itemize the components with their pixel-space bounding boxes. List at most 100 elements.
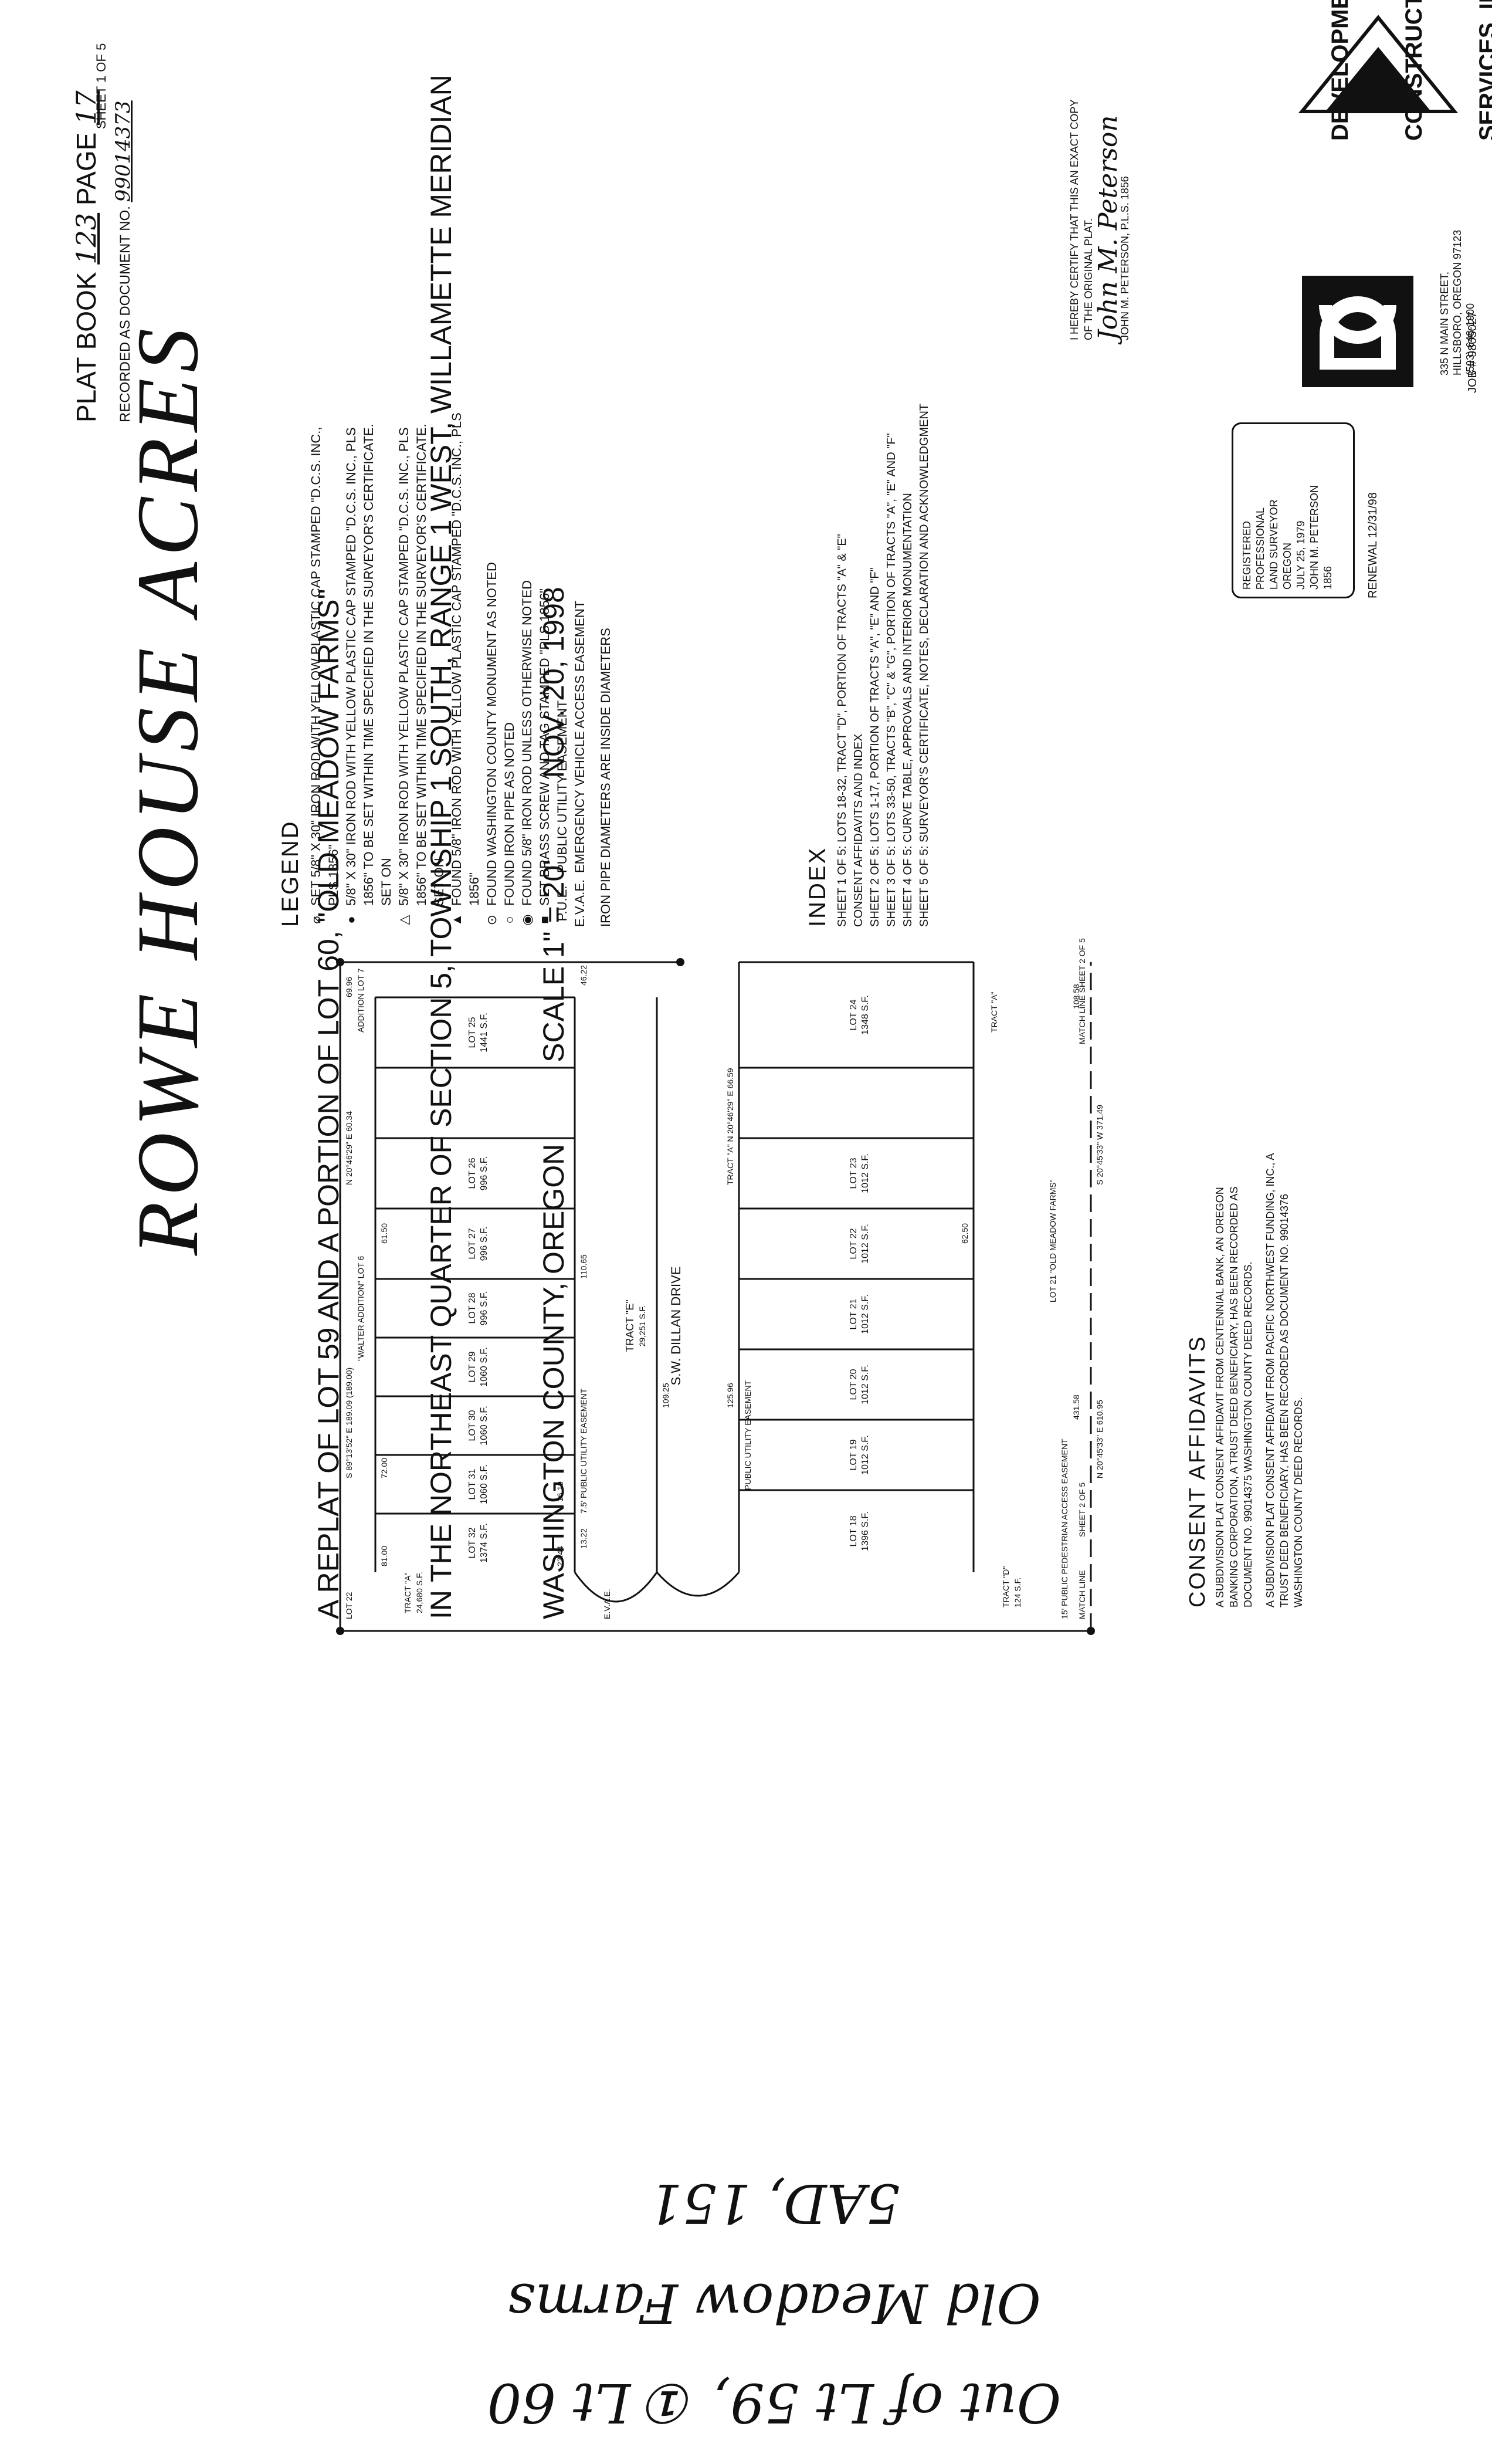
stamp-renewal: RENEWAL 12/31/98 (1366, 492, 1379, 598)
index-heading: INDEX (805, 846, 830, 927)
found-monument-icon (336, 1627, 344, 1635)
lot-label: LOT 29 (467, 1351, 477, 1382)
pue-north-label: 7.5' PUBLIC UTILITY EASEMENT (579, 1388, 588, 1514)
match-line-label: MATCH LINE (1077, 1570, 1087, 1619)
sheet-number: SHEET 1 OF 5 (94, 43, 108, 129)
lot-area: 1396 S.F. (860, 1511, 870, 1551)
walter-addition-label: "WALTER ADDITION" LOT 6 (356, 1256, 365, 1361)
legend-text: PUBLIC UTILITY EASEMENT (555, 700, 569, 873)
lot-label: LOT 27 (467, 1228, 477, 1259)
stamp-line: LAND SURVEYOR (1268, 499, 1280, 590)
lot-label: LOT 28 (467, 1292, 477, 1324)
lot-label: LOT 19 (849, 1439, 859, 1470)
lot-area: 996 S.F. (479, 1227, 489, 1261)
legend-text: 5/8" X 30" IRON ROD WITH YELLOW PLASTIC … (344, 424, 394, 906)
lot-area: 996 S.F. (479, 1291, 489, 1326)
copy-certification: I HEREBY CERTIFY THAT THIS AN EXACT COPY… (1067, 94, 1132, 340)
dimension-label: 23.44 (555, 1546, 565, 1566)
handwritten-line: Out of Lt 59, ① Lt 60 (487, 2371, 1062, 2434)
lot-area: 1060 S.F. (479, 1347, 489, 1387)
dimension-label: 108.58 (1071, 984, 1081, 1009)
sheet2-label: SHEET 2 OF 5 (1077, 1483, 1087, 1537)
addition-lot7-label: ADDITION LOT 7 (356, 968, 365, 1033)
index-item: SHEET 2 OF 5: LOTS 1-17, PORTION OF TRAC… (869, 567, 881, 927)
legend-heading: LEGEND (277, 820, 303, 928)
tract-a-south-label: TRACT "A" (989, 991, 999, 1033)
bearing-south: S 20°45'33" W 371.49 (1095, 1105, 1103, 1185)
lot-area: 1374 S.F. (479, 1523, 489, 1563)
company-address: 335 N MAIN STREET, HILLSBORO, OREGON 971… (1439, 229, 1476, 375)
street-name: S.W. DILLAN DRIVE (669, 1267, 683, 1386)
dimension-label: 13.22 (579, 1528, 588, 1549)
legend-text: SET BRASS SCREW AND TAG STAMPED "PLS 185… (537, 588, 552, 906)
dimension-label: 61.50 (379, 1223, 389, 1244)
cul-de-sac-west (574, 1572, 658, 1603)
company-logo (1302, 276, 1413, 387)
legend-text: SET 5/8" X 30" IRON ROD WITH YELLOW PLAS… (308, 427, 341, 906)
bearing-row: N 20°46'29" E 60.34 (344, 1111, 354, 1185)
legend-item: △5/8" X 30" IRON ROD WITH YELLOW PLASTIC… (395, 399, 448, 927)
lot-label: LOT 18 (849, 1515, 859, 1546)
found-monument-icon (1087, 1627, 1095, 1635)
legend-item: ▲FOUND 5/8" IRON ROD WITH YELLOW PLASTIC… (448, 399, 483, 927)
boundary-north-line (339, 961, 680, 1631)
lot-area: 1012 S.F. (860, 1365, 870, 1404)
tract-d-area: 124 S.F. (1013, 1578, 1022, 1607)
lot22-old-label: LOT 22 (344, 1592, 354, 1619)
plat-sheet: ROWE HOUSE ACRES A REPLAT OF LOT 59 AND … (70, 0, 1492, 1635)
found-monument-icon (676, 958, 684, 966)
lot-area: 1441 S.F. (479, 1013, 489, 1052)
handwritten-note: Out of Lt 59, ① Lt 60 Old Meadow Farms 5… (194, 2089, 1355, 2452)
dimension-label: 69.96 (344, 977, 354, 997)
bearing-north: S 89°13'52" E 189.09 (189.00) (344, 1368, 354, 1478)
consent-affidavits: CONSENT AFFIDAVITS A SUBDIVISION PLAT CO… (1185, 1150, 1314, 1607)
dimension-label: 431.58 (1071, 1395, 1081, 1420)
dimension-label: 81.00 (379, 1546, 389, 1566)
surveyor-signature: John M. Peterson (1093, 115, 1123, 340)
lot-label: LOT 25 (467, 1017, 477, 1048)
sheet-index: INDEX SHEET 1 OF 5: LOTS 18-32, TRACT "D… (805, 340, 933, 927)
index-item: SHEET 1 OF 5: LOTS 18-32, TRACT "D", POR… (836, 534, 849, 927)
stamp-line: JOHN M. PETERSON (1308, 485, 1320, 590)
legend-text: EMERGENCY VEHICLE ACCESS EASEMENT (572, 600, 587, 873)
dimension-label: 16.19 (555, 1481, 565, 1502)
plat-title: ROWE HOUSE ACRES (119, 322, 216, 1255)
plat-book-label: PLAT BOOK (71, 272, 101, 422)
consent-paragraph: A SUBDIVISION PLAT CONSENT AFFIDAVIT FRO… (1264, 1153, 1304, 1607)
company-address-line: 335 N MAIN STREET (1439, 274, 1450, 375)
stamp-line: PROFESSIONAL (1254, 507, 1266, 590)
lot-label: LOT 23 (849, 1157, 859, 1189)
lot-area: 1012 S.F. (860, 1224, 870, 1264)
legend-item: ○FOUND IRON PIPE AS NOTED (501, 399, 518, 927)
evae-label: E.V.A.E. (602, 1589, 612, 1619)
lot-area: 1348 S.F. (860, 995, 870, 1035)
legend-item: E.V.A.E.EMERGENCY VEHICLE ACCESS EASEMEN… (571, 399, 589, 927)
lot-area: 1060 S.F. (479, 1464, 489, 1504)
lot-label: LOT 31 (467, 1468, 477, 1500)
lot-label: LOT 32 (467, 1527, 477, 1558)
stamp-line: JULY 25, 1979 (1295, 520, 1307, 590)
lot-label: LOT 24 (849, 999, 859, 1030)
legend-item: ●5/8" X 30" IRON ROD WITH YELLOW PLASTIC… (343, 399, 395, 927)
tract-e-label: TRACT "E" (624, 1299, 636, 1352)
found-monument-icon (336, 958, 344, 966)
cul-de-sac-east (656, 1572, 740, 1597)
stamp-line: 1856 (1322, 566, 1334, 590)
certification-text: I HEREBY CERTIFY THAT THIS AN EXACT COPY… (1069, 99, 1094, 340)
handwritten-line: 5AD, 151 (648, 2172, 900, 2235)
index-item: SHEET 4 OF 5: CURVE TABLE, APPROVALS AND… (901, 493, 914, 927)
index-item: SHEET 5 OF 5: SURVEYOR'S CERTIFICATE, NO… (918, 403, 931, 927)
recorded-label: RECORDED AS DOCUMENT NO. (117, 206, 133, 422)
consent-heading: CONSENT AFFIDAVITS (1185, 1335, 1210, 1607)
index-item: CONSENT AFFIDAVITS AND INDEX (852, 733, 865, 927)
legend-item: ◉FOUND 5/8" IRON ROD UNLESS OTHERWISE NO… (518, 399, 536, 927)
tract-a-label: TRACT "A" (403, 1572, 412, 1613)
tract-e-area: 29,251 S.F. (638, 1305, 647, 1347)
lot-area: 1060 S.F. (479, 1406, 489, 1446)
dimension-label: 62.50 (960, 1223, 969, 1244)
legend-item: ⌀SET 5/8" X 30" IRON ROD WITH YELLOW PLA… (307, 399, 343, 927)
plat-drawing: LOT 32 1374 S.F. LOT 31 1060 S.F. LOT 30… (336, 938, 1103, 1635)
stamp-line: REGISTERED (1241, 520, 1253, 590)
lot-area: 1012 S.F. (860, 1294, 870, 1334)
lot21-old-label: LOT 21 "OLD MEADOW FARMS" (1048, 1179, 1057, 1302)
